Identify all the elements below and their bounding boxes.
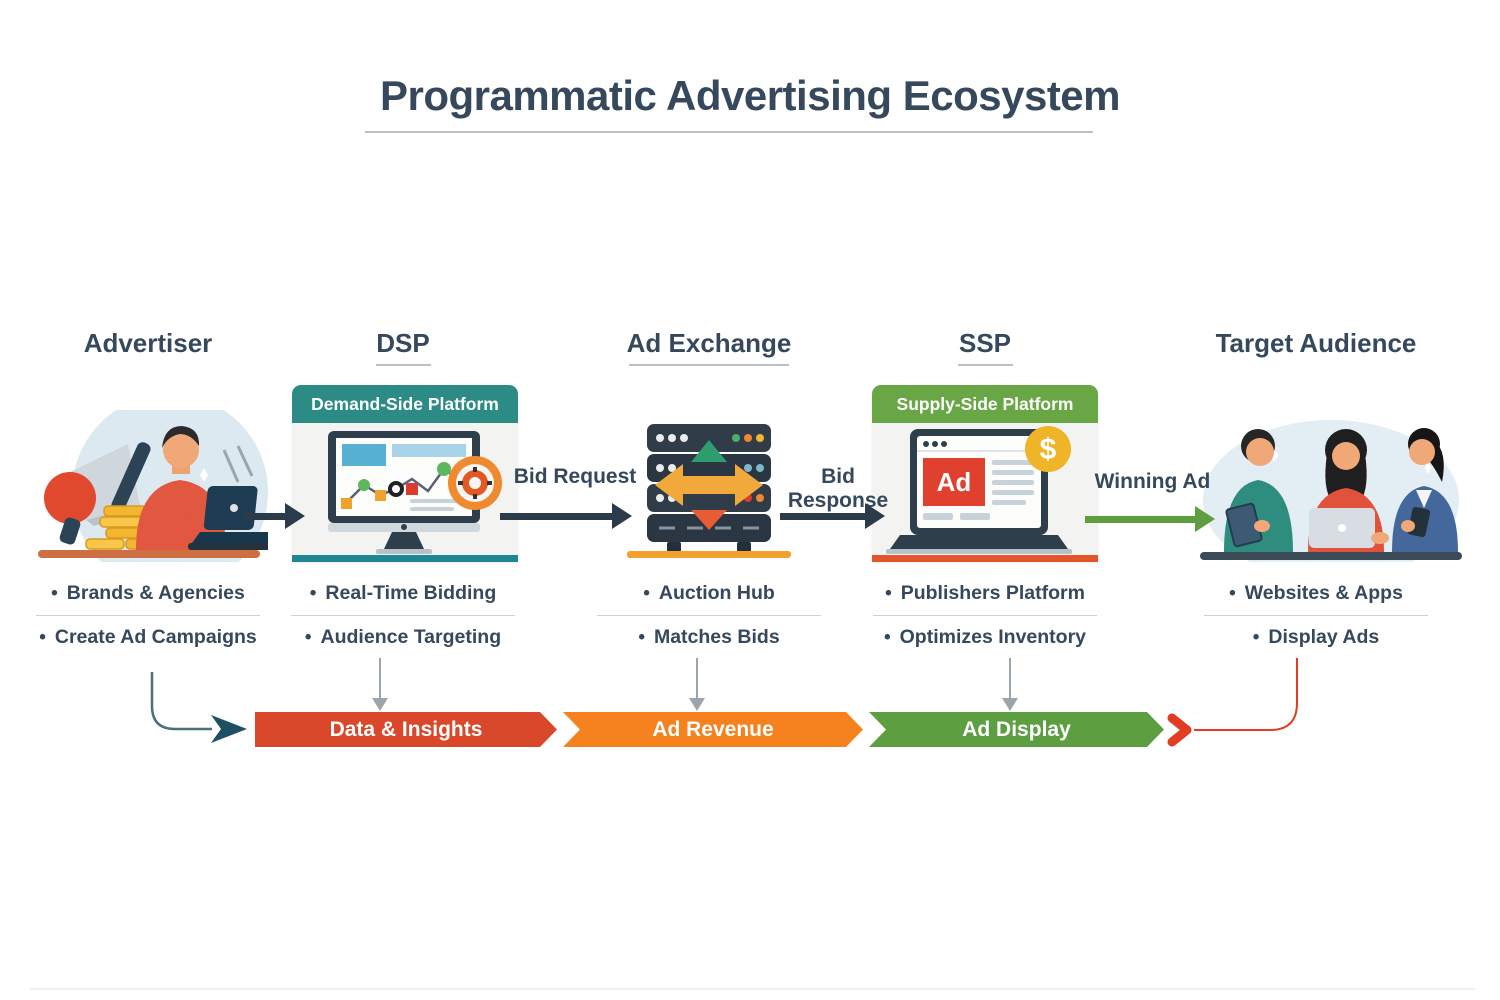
dsp-card-title: Demand-Side Platform <box>292 385 518 423</box>
title-underline <box>365 131 1093 133</box>
list-item: •Create Ad Campaigns <box>28 624 268 651</box>
ad-exchange-bottom-bar <box>627 551 791 558</box>
audience-man-tablet <box>1224 429 1293 552</box>
bullet-icon: • <box>885 583 892 604</box>
audience-woman-phone <box>1392 428 1458 552</box>
monitor-analytics-illustration <box>328 431 502 554</box>
dollar-coin-icon: $ <box>1025 426 1071 472</box>
column-header-ssp: SSP <box>958 328 1012 358</box>
list-item: •Websites & Apps <box>1196 580 1436 607</box>
list-item: •Auction Hub <box>589 580 829 607</box>
ad-exchange-header-underline <box>629 364 789 366</box>
bullet-icon: • <box>304 627 312 648</box>
list-item: •Optimizes Inventory <box>865 624 1105 651</box>
ssp-card-stripe <box>872 555 1098 562</box>
ad-box-label: Ad <box>937 467 972 497</box>
advertiser-bullets: •Brands & Agencies •Create Ad Campaigns <box>28 580 268 651</box>
laptop-ad-illustration: Ad $ <box>886 426 1072 554</box>
red-chevron-icon <box>1167 713 1192 747</box>
list-item: •Audience Targeting <box>283 624 523 651</box>
dsp-down-connector <box>379 658 381 698</box>
list-item: •Display Ads <box>1196 624 1436 651</box>
bullet-divider <box>291 615 515 616</box>
bullet-divider <box>1204 615 1428 616</box>
winning-ad-label: Winning Ad <box>1094 470 1211 493</box>
column-header-dsp: DSP <box>376 328 430 358</box>
bullet-icon: • <box>883 627 891 648</box>
ssp-header-underline <box>958 364 1013 366</box>
column-header-ad-exchange: Ad Exchange <box>626 328 792 358</box>
bid-request-label: Bid Request <box>513 465 637 488</box>
page-title: Programmatic Advertising Ecosystem <box>379 72 1121 119</box>
bullet-icon: • <box>1229 583 1236 604</box>
audience-desk <box>1200 552 1462 560</box>
audience-woman-laptop <box>1308 429 1389 552</box>
bullet-icon: • <box>51 583 58 604</box>
bid-response-label: Bid Response <box>787 465 889 512</box>
down-arrow-icon <box>372 698 388 711</box>
flow-segment-ad-revenue: Ad Revenue <box>563 712 863 747</box>
exchange-arrows-icon <box>655 440 763 530</box>
arrow-ssp-to-audience <box>1085 506 1215 532</box>
dsp-card-stripe <box>292 555 518 562</box>
list-item: •Brands & Agencies <box>28 580 268 607</box>
bullet-divider <box>873 615 1097 616</box>
advertiser-loop-connector <box>150 672 247 743</box>
arrow-exchange-to-ssp <box>780 503 885 529</box>
down-arrow-icon <box>1002 698 1018 711</box>
ssp-down-connector <box>1009 658 1011 698</box>
bullet-icon: • <box>39 627 46 648</box>
dollar-sign: $ <box>1040 433 1057 466</box>
target-audience-bullets: •Websites & Apps •Display Ads <box>1196 580 1436 651</box>
ssp-card-title: Supply-Side Platform <box>872 385 1098 423</box>
server-exchange-illustration <box>647 424 771 552</box>
list-item: •Publishers Platform <box>865 580 1105 607</box>
ssp-card: Supply-Side Platform Ad $ <box>872 385 1098 562</box>
dsp-card: Demand-Side Platform <box>292 385 518 562</box>
audience-people-illustration <box>1200 420 1462 562</box>
arrow-advertiser-to-dsp <box>245 503 305 529</box>
bullet-icon: • <box>638 627 645 648</box>
advertiser-person-illustration <box>38 410 268 562</box>
list-item: •Real-Time Bidding <box>283 580 523 607</box>
bullet-icon: • <box>309 583 317 604</box>
exchange-down-connector <box>696 658 698 698</box>
ad-box <box>923 458 985 506</box>
column-header-advertiser: Advertiser <box>83 328 213 358</box>
bullet-divider <box>597 615 821 616</box>
ad-exchange-bullets: •Auction Hub •Matches Bids <box>589 580 829 651</box>
dsp-bullets: •Real-Time Bidding •Audience Targeting <box>283 580 523 651</box>
audience-loop-connector <box>1194 658 1298 731</box>
column-header-target-audience: Target Audience <box>1215 328 1417 358</box>
bullet-divider <box>36 615 260 616</box>
advertiser-desk <box>38 550 260 558</box>
bullet-icon: • <box>1252 627 1260 648</box>
down-arrow-icon <box>689 698 705 711</box>
bullet-icon: • <box>643 583 650 604</box>
bottom-baseline <box>30 988 1475 990</box>
laptop-icon <box>188 486 268 550</box>
arrow-dsp-to-exchange <box>500 503 632 529</box>
list-item: •Matches Bids <box>589 624 829 651</box>
right-arrow-icon <box>211 715 247 743</box>
dsp-header-underline <box>376 364 431 366</box>
ssp-bullets: •Publishers Platform •Optimizes Inventor… <box>865 580 1105 651</box>
flow-segment-ad-display: Ad Display <box>869 712 1164 747</box>
target-bullseye-icon <box>448 456 502 510</box>
flow-segment-data-insights: Data & Insights <box>255 712 557 747</box>
